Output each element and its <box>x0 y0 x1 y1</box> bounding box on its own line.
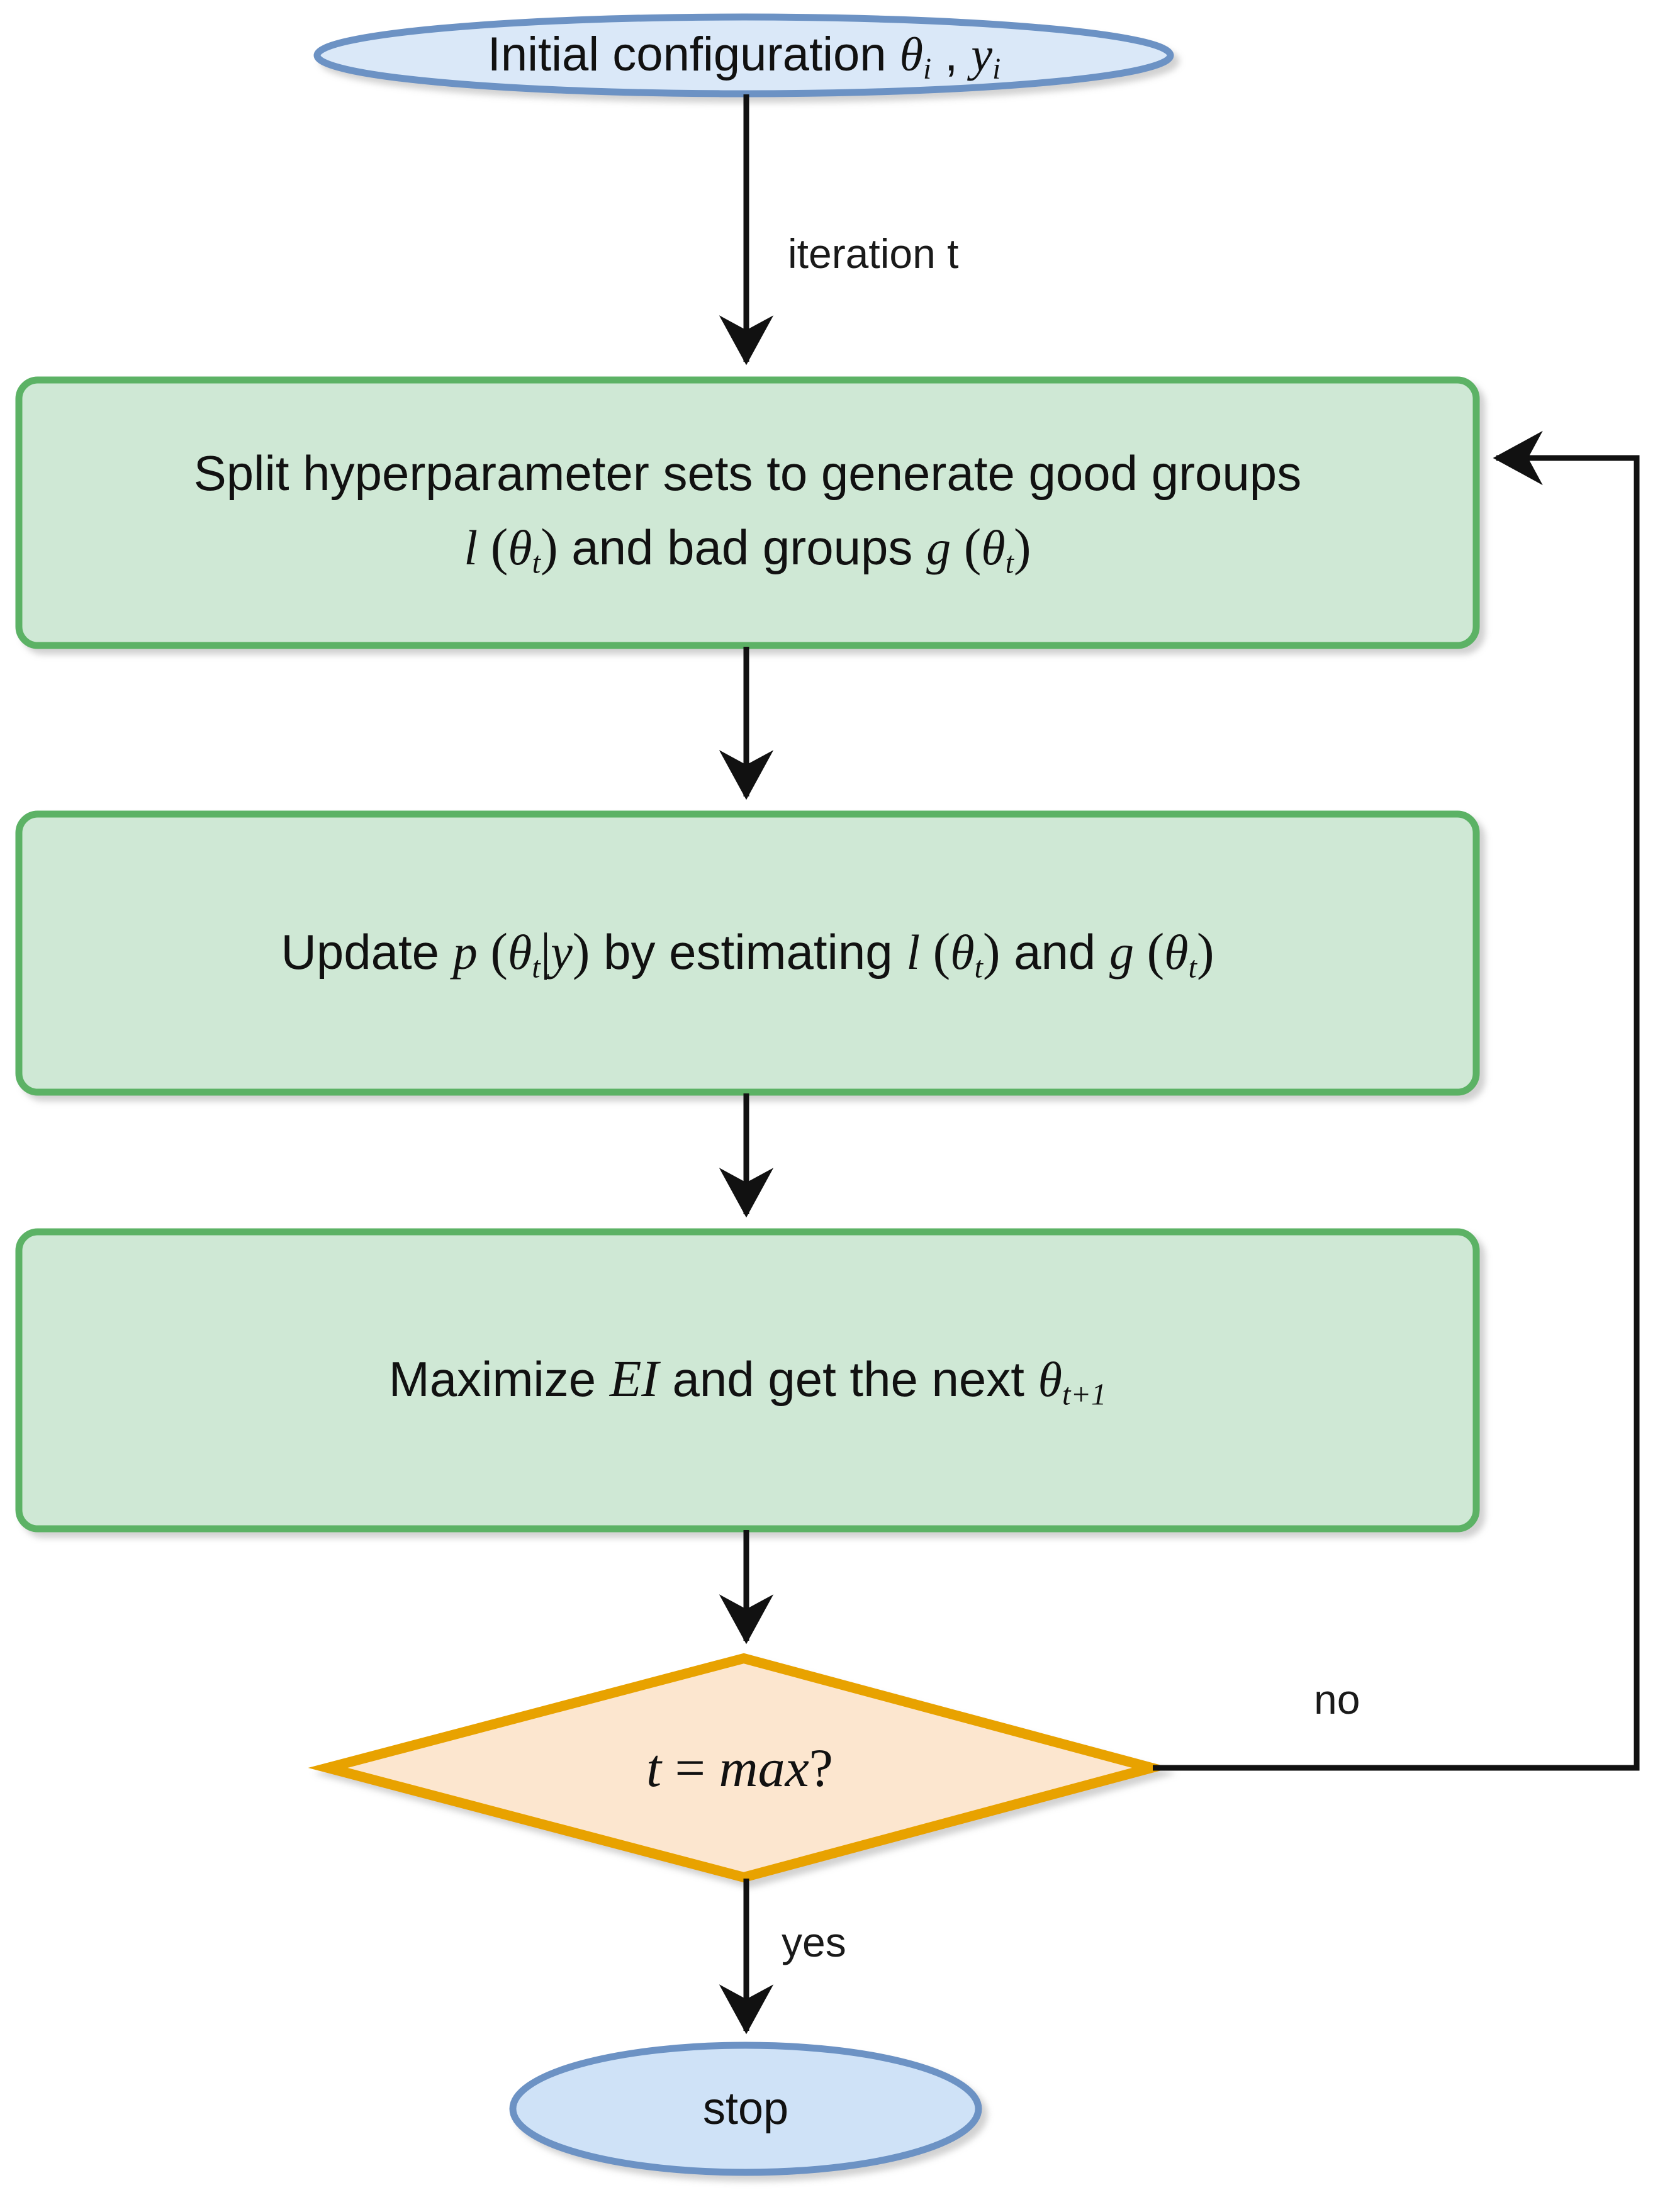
edge-label-iteration: iteration t <box>788 230 959 277</box>
node-start-shape[interactable] <box>313 13 1174 98</box>
edge-label-no: no <box>1314 1676 1360 1723</box>
node-split-shape[interactable] <box>15 376 1480 649</box>
edge-label-yes: yes <box>782 1919 846 1965</box>
node-stop-shape[interactable] <box>509 2042 982 2176</box>
node-update-shape[interactable] <box>15 810 1480 1096</box>
node-maximize-shape[interactable] <box>15 1228 1480 1533</box>
edge-decision-to-split-loop <box>1153 430 1640 1771</box>
node-decision-shape[interactable] <box>308 1653 1171 1883</box>
